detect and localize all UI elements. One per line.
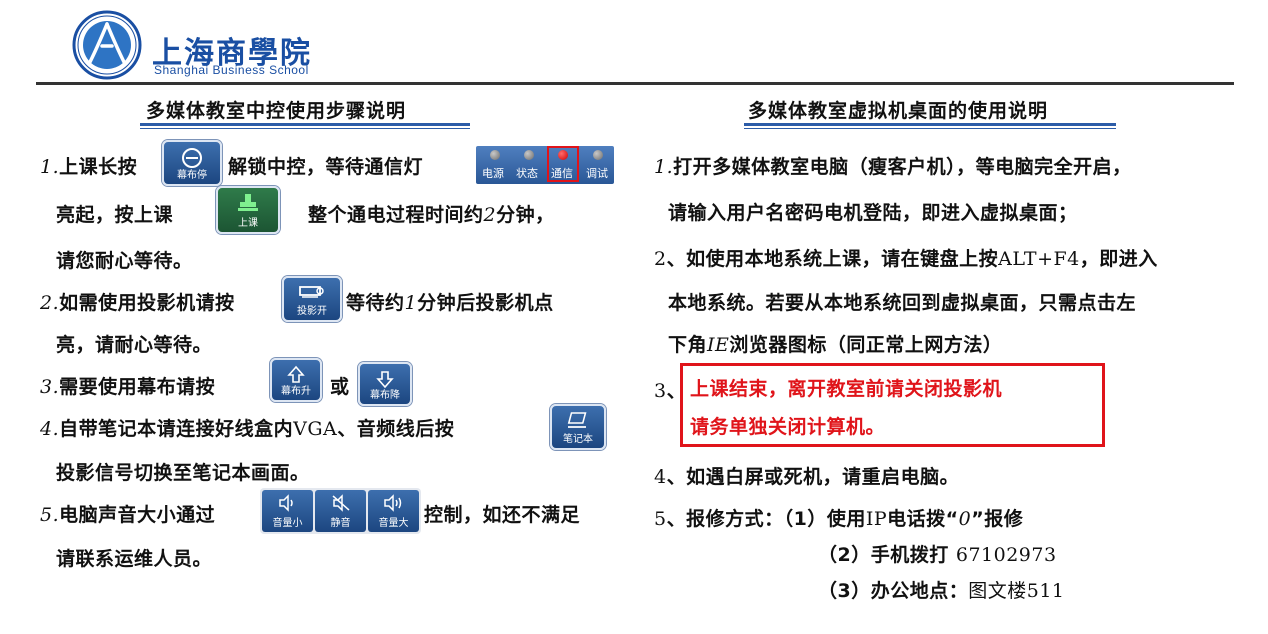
right-heading-rule-thin [744,128,1116,129]
speaker-high-icon [383,494,401,512]
screen-up-button[interactable]: 幕布升 [270,358,322,402]
state-lamp-icon [524,150,534,160]
school-name-en: Shanghai Business School [154,63,309,77]
left-step5-line2: 请联系运维人员。 [56,548,213,570]
right-step2-line3: 下角IE浏览器图标（同正常上网方法） [668,334,1003,356]
left-step2-line2: 亮，请耐心等待。 [56,334,213,356]
volume-down-button[interactable]: 音量小 [262,490,313,532]
right-step3-line1: 上课结束，离开教室前请关闭投影机 [690,378,1003,400]
state-lamp-label: 状态 [516,167,538,180]
debug-lamp-icon [593,150,603,160]
screen-down-button[interactable]: 幕布降 [358,362,412,406]
right-heading: 多媒体教室虚拟机桌面的使用说明 [748,100,1049,122]
right-step5-line3: （3）办公地点：图文楼511 [818,580,1065,602]
unlock-button[interactable]: 幕布停 [162,140,222,186]
left-step2-line1: 2.如需使用投影机请按 [40,292,235,314]
projector-icon [299,286,324,298]
right-step1-line1: 1.打开多媒体教室电脑（瘦客户机），等电脑完全开启， [654,156,1132,178]
school-logo [72,10,142,80]
right-heading-rule [744,123,1116,126]
class-on-button-label: 上课 [238,218,258,229]
unlock-button-label: 幕布停 [177,170,207,181]
left-step2-line1-b: 等待约1分钟后投影机点 [346,292,554,314]
left-heading: 多媒体教室中控使用步骤说明 [146,100,407,122]
right-step5-line1: 5、报修方式：（1）使用IP电话拨“0”报修 [654,508,1024,530]
arrow-up-icon [287,365,305,383]
arrow-down-icon [376,371,394,389]
volume-button-group: 音量小 静音 音量大 [260,488,421,534]
mute-button[interactable]: 静音 [315,490,366,532]
right-step3-line2: 请务单独关闭计算机。 [690,416,886,438]
left-step1-line1: 1.上课长按 [40,156,138,178]
left-step1-line1-b: 解锁中控，等待通信灯 [228,156,424,178]
warning-highlight-box [680,363,1105,447]
left-step3-line1: 3.需要使用幕布请按 [40,376,216,398]
left-step4-line1: 4.自带笔记本请连接好线盒内VGA、音频线后按 [40,418,455,440]
mute-label: 静音 [330,518,351,529]
right-step2-line1: 2、如使用本地系统上课，请在键盘上按ALT+F4，即进入 [654,248,1158,270]
volume-up-label: 音量大 [378,518,409,529]
comm-lamp-label: 通信 [551,167,573,180]
volume-down-label: 音量小 [272,518,303,529]
screen-up-button-label: 幕布升 [281,386,311,397]
left-step1-line3: 请您耐心等待。 [56,250,193,272]
projector-on-button-label: 投影开 [297,306,327,317]
left-step1-line2: 亮起，按上课 [56,204,174,226]
header-divider [36,82,1234,85]
right-step4-line: 4、如遇白屏或死机，请重启电脑。 [654,466,960,488]
school-name-cn: 上海商學院 [152,36,312,71]
right-step5-line2: （2）手机拨打 67102973 [818,544,1057,566]
stamp-icon [238,194,258,211]
right-step2-line2: 本地系统。若要从本地系统回到虚拟桌面，只需点击左 [668,292,1137,314]
debug-lamp-label: 调试 [586,167,608,180]
left-step5-line1: 5.电脑声音大小通过 [40,504,216,526]
screen-down-button-label: 幕布降 [370,390,400,401]
comm-lamp-highlight [547,146,579,182]
laptop-button[interactable]: 笔记本 [550,404,606,450]
left-step4-line2: 投影信号切换至笔记本画面。 [56,462,310,484]
speaker-mute-icon [332,494,349,512]
left-step5-line1-b: 控制，如还不满足 [424,504,581,526]
speaker-low-icon [278,494,293,512]
comm-lamp-icon [558,150,568,160]
left-heading-rule [140,123,470,126]
projector-on-button[interactable]: 投影开 [282,276,342,322]
right-step1-line2: 请输入用户名密码电机登陆，即进入虚拟桌面； [668,202,1078,224]
class-on-button[interactable]: 上课 [216,186,280,234]
laptop-button-label: 笔记本 [563,434,593,445]
status-light-panel: 电源 状态 通信 调试 [476,146,614,184]
left-step3-or: 或 [330,376,350,398]
stop-circle-icon [182,148,202,168]
power-lamp-icon [490,150,500,160]
left-heading-rule-thin [140,128,470,129]
volume-up-button[interactable]: 音量大 [368,490,419,532]
power-lamp-label: 电源 [482,167,504,180]
left-step1-line2-b: 整个通电过程时间约2分钟， [308,204,555,226]
laptop-icon [567,412,587,428]
